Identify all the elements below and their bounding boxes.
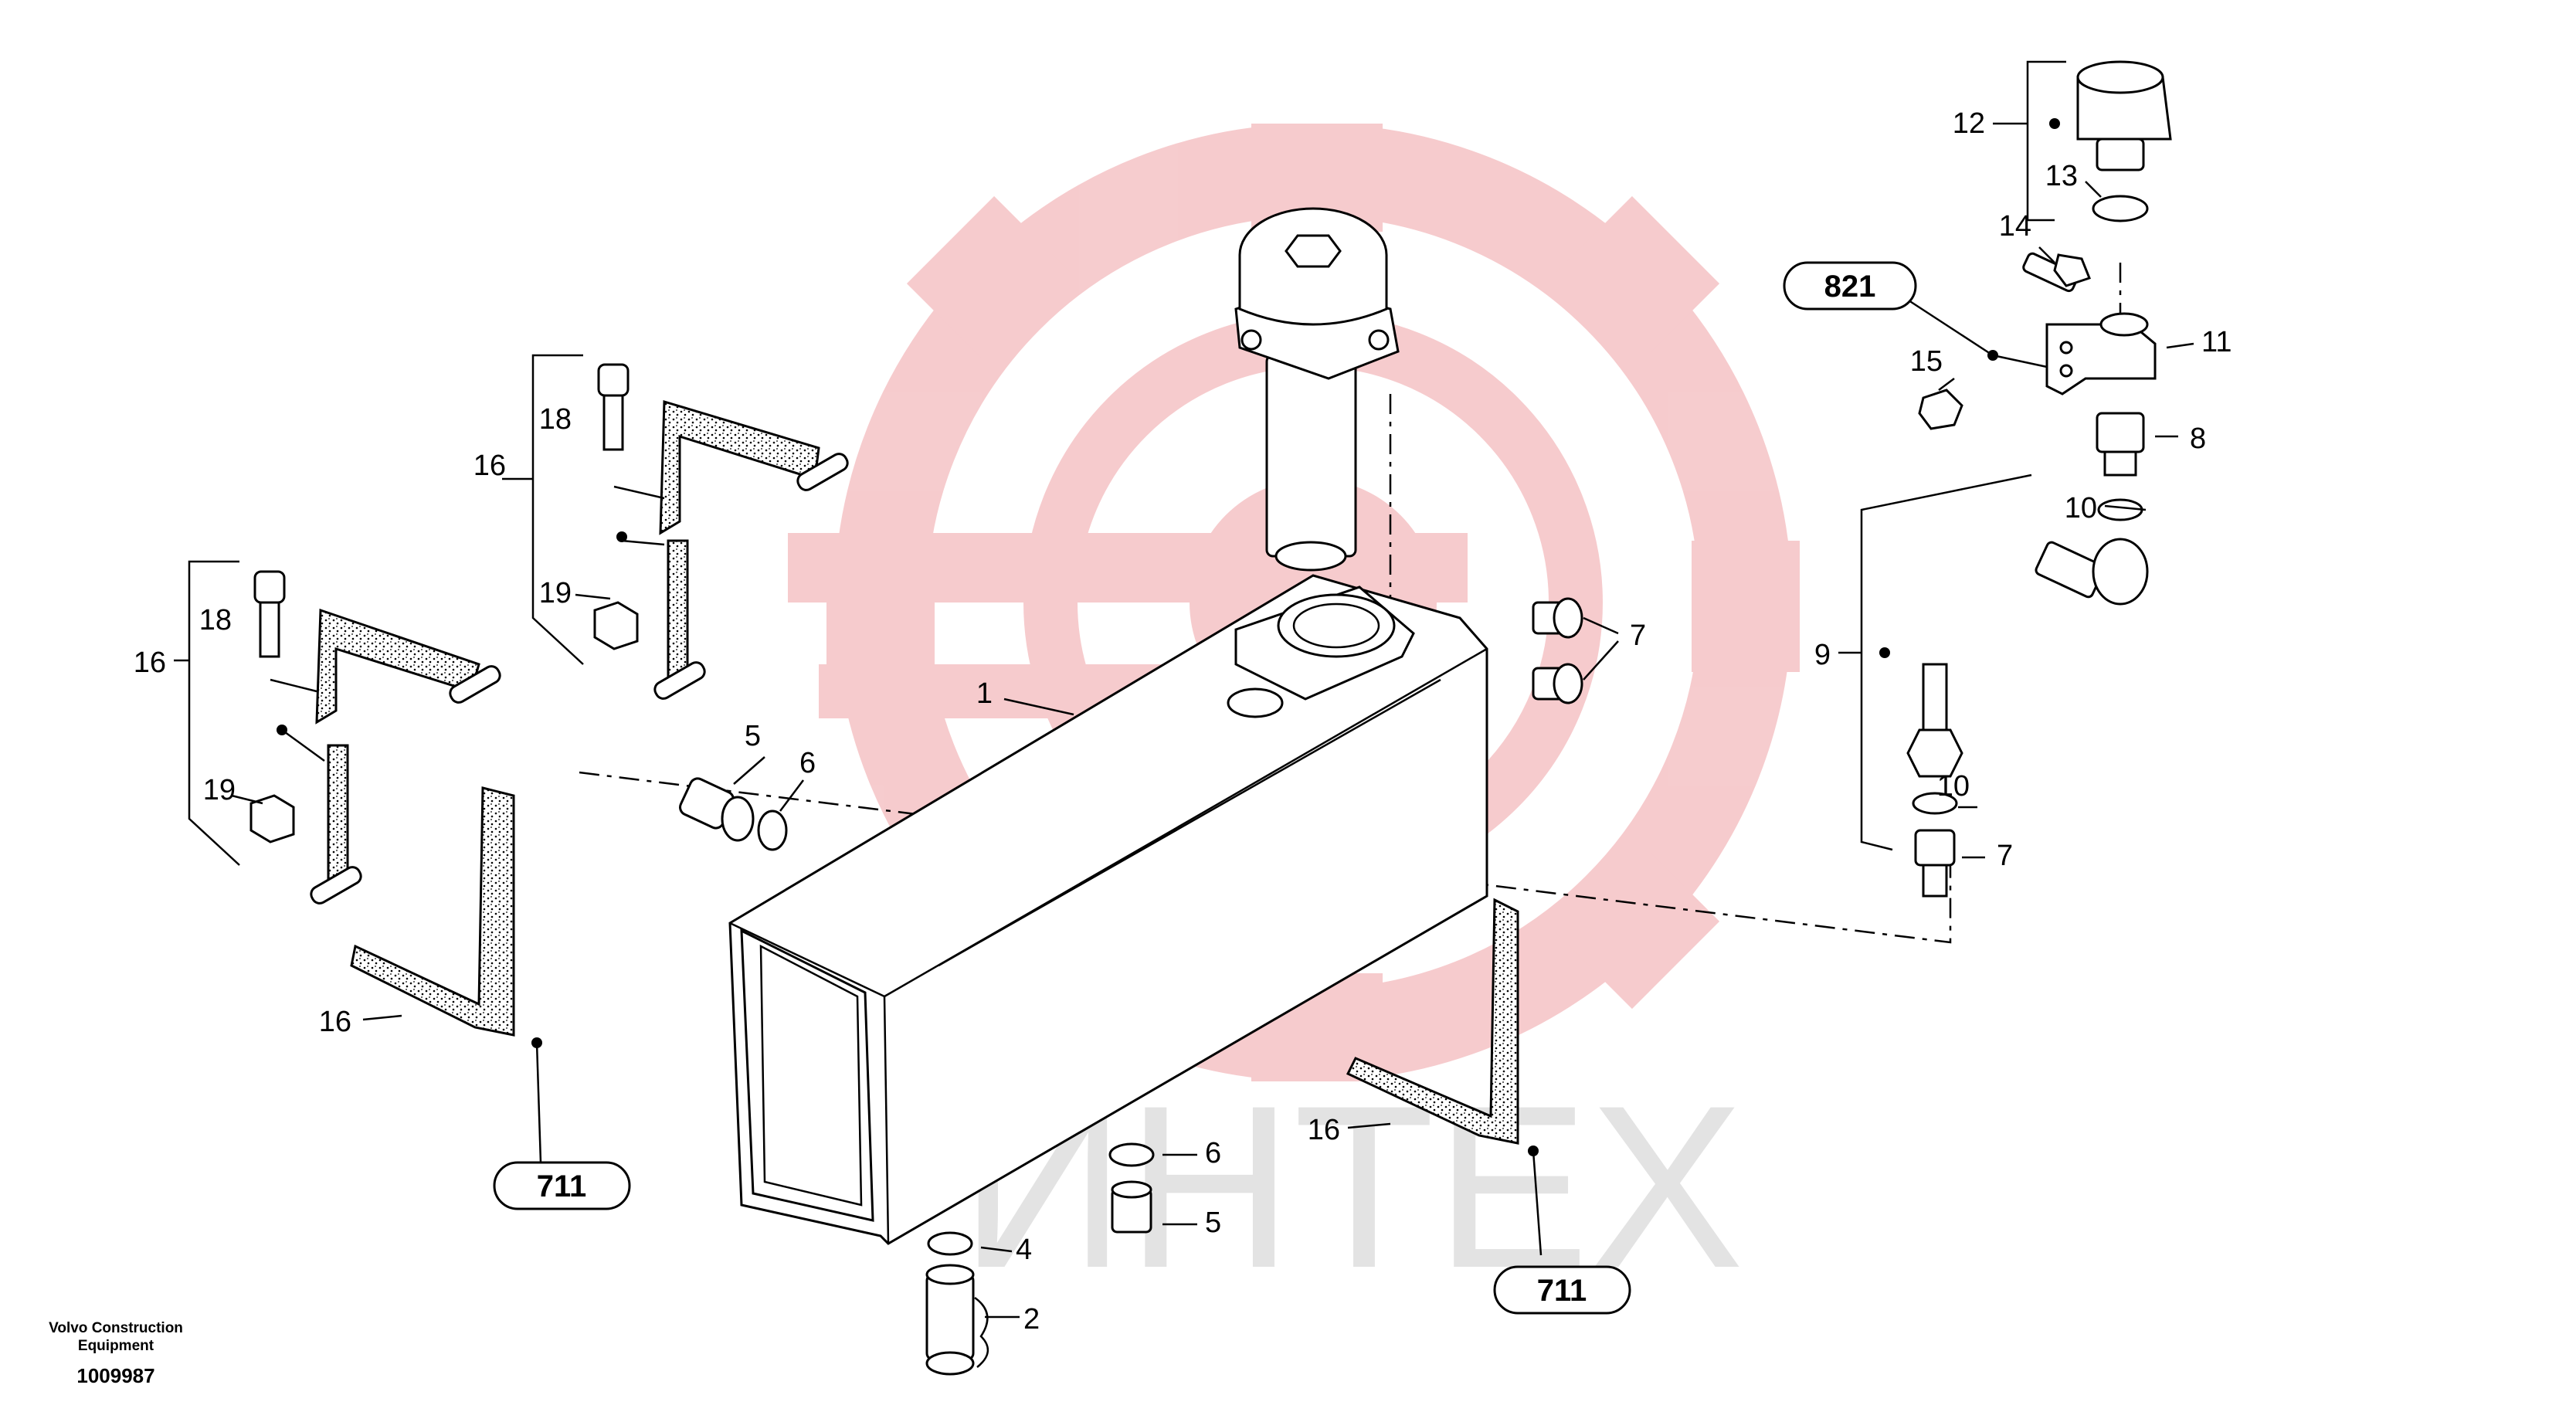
- seal-4: [927, 1231, 973, 1256]
- bracket-16-upper-left: [653, 400, 849, 700]
- bolt-18-upper: [597, 363, 630, 451]
- hydraulic-tank: [728, 574, 1488, 1245]
- drain-valve-2: [925, 1264, 989, 1376]
- callout-5-side: 5: [745, 720, 761, 752]
- seal-10-upper: [2097, 498, 2143, 521]
- return-filter: [1234, 207, 1400, 572]
- leader-lines: [174, 60, 2194, 1319]
- plug-7-upper: [1532, 597, 1583, 639]
- callout-1: 1: [976, 677, 993, 710]
- callout-9: 9: [1814, 639, 1831, 671]
- svg-text:711: 711: [1537, 1274, 1587, 1308]
- callout-11: 11: [2201, 326, 2232, 358]
- callout-16-upper: 16: [473, 450, 506, 482]
- callout-8: 8: [2190, 423, 2206, 455]
- callout-15: 15: [1910, 345, 1943, 378]
- callout-19-lower: 19: [203, 774, 236, 806]
- callout-12: 12: [1953, 107, 1985, 140]
- callout-16-strap-left: 16: [319, 1006, 351, 1038]
- svg-text:821: 821: [1824, 270, 1876, 304]
- callout-6-bottom: 6: [1205, 1137, 1221, 1169]
- callout-7-tank: 7: [1630, 619, 1646, 652]
- footer-company-line2: Equipment: [78, 1338, 154, 1354]
- strap-16-right: [1346, 898, 1519, 1145]
- plug-7-lower: [1532, 663, 1583, 704]
- fitting-8: [2096, 412, 2145, 477]
- seal-6-side: [757, 810, 788, 851]
- callout-5-bottom: 5: [1205, 1207, 1221, 1239]
- bracket-16-lower-left: [310, 608, 501, 905]
- breather-cap-12: [2076, 60, 2172, 171]
- callout-16-strap-right: 16: [1308, 1114, 1340, 1146]
- plug-5-bottom: [1111, 1180, 1152, 1234]
- reference-711-right[interactable]: 711: [1493, 1265, 1631, 1315]
- footer-company-line1: Volvo Construction: [49, 1320, 183, 1336]
- seal-6-bottom: [1108, 1142, 1155, 1167]
- callout-13: 13: [2045, 160, 2078, 192]
- callout-10-upper: 10: [2065, 492, 2097, 524]
- dot-markers: [277, 118, 2060, 1156]
- callout-10-lower: 10: [1937, 770, 1970, 803]
- plug-5-side: [679, 777, 755, 842]
- strap-16-left: [350, 786, 515, 1037]
- seal-13: [2092, 195, 2149, 222]
- bolt-18-lower: [253, 570, 286, 658]
- bolt-14: [2022, 252, 2091, 293]
- fitting-7-right: [1914, 829, 1956, 898]
- callout-18-upper: 18: [539, 403, 572, 436]
- callout-14: 14: [1999, 210, 2031, 243]
- nut-19-upper: [593, 601, 639, 650]
- drawing-number: 1009987: [76, 1364, 154, 1387]
- callout-4: 4: [1016, 1234, 1032, 1266]
- callout-2: 2: [1023, 1303, 1040, 1336]
- seal-10-lower: [1912, 792, 1958, 815]
- callout-19-upper: 19: [539, 577, 572, 609]
- callout-18-lower: 18: [199, 604, 232, 636]
- reference-821[interactable]: 821: [1783, 261, 1917, 311]
- callout-7-hose: 7: [1997, 840, 2013, 872]
- callout-6-side: 6: [799, 747, 816, 779]
- svg-text:711: 711: [537, 1169, 587, 1203]
- hose-9: [1906, 503, 2149, 778]
- bracket-11: [2045, 312, 2157, 395]
- nut-15: [1918, 389, 1963, 430]
- nut-19-lower: [249, 794, 295, 843]
- callout-16-lower: 16: [134, 647, 166, 679]
- reference-711-left[interactable]: 711: [493, 1161, 631, 1210]
